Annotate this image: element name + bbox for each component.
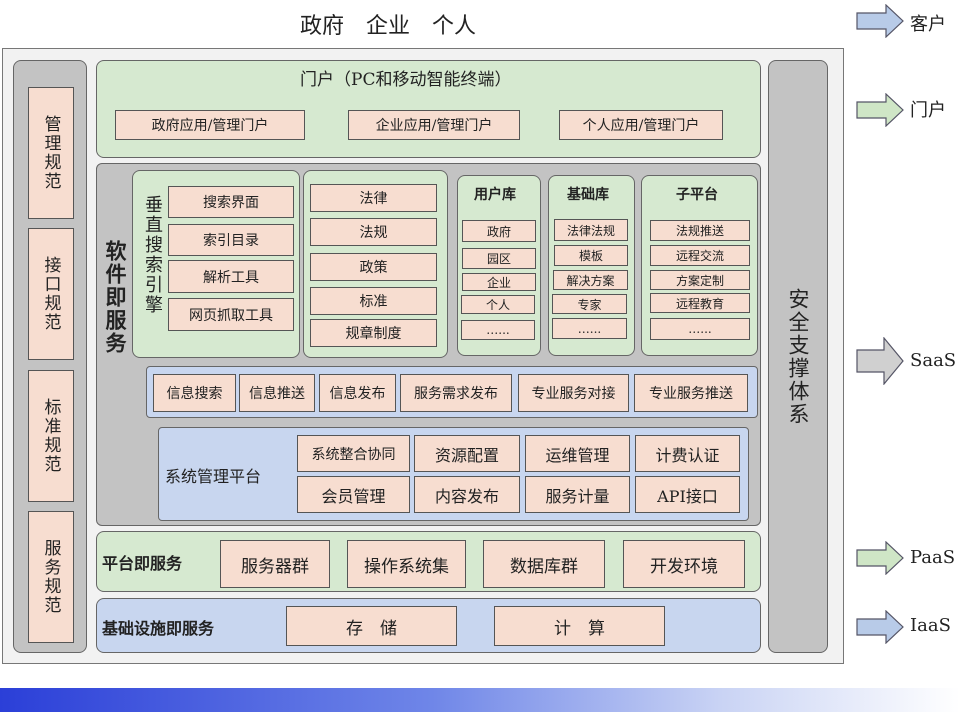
base-db-item: 专家: [552, 294, 627, 314]
law-item: 规章制度: [310, 319, 437, 347]
user-db-item: 企业: [462, 273, 536, 291]
search-item: 搜索界面: [168, 186, 294, 218]
search-item: 解析工具: [168, 260, 294, 293]
portal-personal: 个人应用/管理门户: [559, 110, 723, 140]
service-item: 信息搜索: [153, 374, 236, 412]
portal-title: 门户（PC和移动智能终端）: [300, 70, 512, 90]
legend-iaas: IaaS: [910, 615, 951, 636]
arrow-right-icon: [856, 4, 904, 38]
sub-platform-item: 方案定制: [650, 270, 750, 290]
arrow-right-icon: [856, 337, 904, 385]
paas-item: 操作系统集: [347, 540, 466, 588]
paas-item: 数据库群: [483, 540, 605, 588]
iaas-storage: 存 储: [286, 606, 457, 646]
law-item: 标准: [310, 287, 437, 315]
paas-label: 平台即服务: [102, 554, 183, 573]
base-db-title: 基础库: [567, 187, 609, 203]
bottom-gradient-bar: [0, 688, 960, 712]
sub-platform-item: 远程交流: [650, 245, 750, 266]
user-db-item: …...: [461, 320, 535, 340]
page-title: 政府 企业 个人: [300, 14, 477, 39]
legend-customer: 客户: [910, 14, 946, 35]
legend-paas: PaaS: [910, 547, 956, 568]
base-db-item: 模板: [554, 245, 628, 266]
portal-enterprise: 企业应用/管理门户: [348, 110, 520, 140]
sys-mgmt-item: 计费认证: [635, 435, 740, 472]
service-item: 信息推送: [239, 374, 315, 412]
user-db-title: 用户库: [474, 187, 516, 203]
arrow-right-icon: [856, 93, 904, 127]
norm-service: 服务规范: [28, 511, 74, 643]
sys-mgmt-label: 系统管理平台: [165, 467, 262, 486]
sys-mgmt-item: 服务计量: [525, 476, 630, 513]
law-item: 法规: [310, 218, 437, 246]
arrow-right-icon: [856, 541, 904, 575]
service-item: 专业服务对接: [518, 374, 629, 412]
sub-platform-item: 远程教育: [650, 293, 750, 313]
sub-platform-item: …...: [650, 318, 750, 340]
norm-standard: 标准规范: [28, 370, 74, 502]
base-db-item: 解决方案: [553, 270, 628, 290]
user-db-item: 政府: [462, 220, 536, 242]
sys-mgmt-item: 运维管理: [525, 435, 630, 472]
paas-item: 服务器群: [220, 540, 330, 588]
sys-mgmt-item: 资源配置: [414, 435, 520, 472]
law-item: 法律: [310, 184, 437, 212]
security-support-column: 安全支撑体系: [768, 60, 828, 653]
legend-portal: 门户: [910, 100, 946, 121]
service-item: 服务需求发布: [400, 374, 512, 412]
service-item: 专业服务推送: [634, 374, 748, 412]
search-item: 索引目录: [168, 224, 294, 256]
search-engine-label: 垂直搜索引擎: [142, 195, 163, 315]
user-db-item: 园区: [462, 248, 536, 269]
user-db-item: 个人: [461, 295, 535, 314]
sys-mgmt-item: API接口: [635, 476, 740, 513]
sub-platform-title: 子平台: [676, 187, 718, 203]
portal-layer: [96, 60, 761, 158]
search-item: 网页抓取工具: [168, 298, 294, 331]
portal-gov: 政府应用/管理门户: [115, 110, 305, 140]
arrow-right-icon: [856, 610, 904, 644]
sys-mgmt-item: 内容发布: [414, 476, 520, 513]
law-item: 政策: [310, 253, 437, 281]
service-item: 信息发布: [319, 374, 396, 412]
sys-mgmt-item: 系统整合协同: [297, 435, 410, 472]
paas-item: 开发环境: [623, 540, 745, 588]
iaas-label: 基础设施即服务: [102, 619, 215, 638]
base-db-item: 法律法规: [554, 219, 628, 241]
saas-label: 软件即服务: [103, 240, 128, 355]
iaas-compute: 计 算: [494, 606, 665, 646]
norm-interface: 接口规范: [28, 228, 74, 360]
norm-management: 管理规范: [28, 87, 74, 219]
sub-platform-item: 法规推送: [650, 220, 750, 241]
sys-mgmt-item: 会员管理: [297, 476, 410, 513]
base-db-item: …...: [552, 318, 627, 339]
legend-saas: SaaS: [910, 350, 957, 371]
